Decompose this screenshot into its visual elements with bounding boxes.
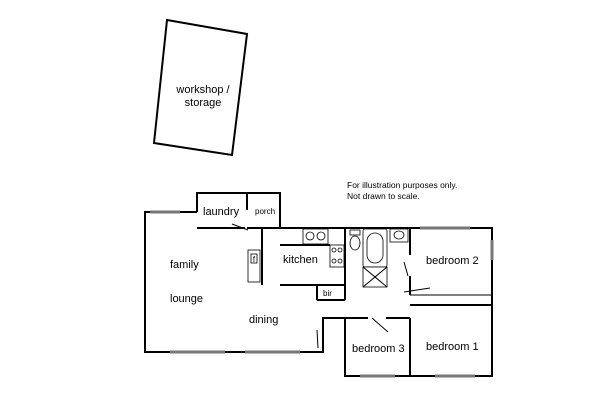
fridge-icon xyxy=(250,253,258,264)
room-label-lounge: lounge xyxy=(170,293,203,305)
cooktop xyxy=(329,244,345,268)
hotplate-icon xyxy=(337,247,343,253)
toilet-cistern xyxy=(349,229,361,236)
hotplate-icon xyxy=(331,247,337,253)
sink-bowl-left-icon xyxy=(305,231,315,241)
room-label-bedroom-1: bedroom 1 xyxy=(426,341,479,353)
workshop-outline xyxy=(152,18,249,157)
workshop-label-1: workshop / xyxy=(175,84,230,96)
hotplate-icon xyxy=(337,258,343,264)
fridge-label: f xyxy=(253,255,256,264)
bathtub-basin xyxy=(366,232,384,264)
workshop-label-2: storage xyxy=(185,97,222,109)
room-label-bedroom-3: bedroom 3 xyxy=(352,343,405,355)
toilet-icon xyxy=(349,235,361,251)
room-label-porch: porch xyxy=(255,207,275,216)
windows xyxy=(150,210,494,378)
bir-cupboard xyxy=(316,284,346,301)
room-label-bedroom-2: bedroom 2 xyxy=(426,255,479,267)
room-label-laundry: laundry xyxy=(203,206,240,218)
sink-bowl-right-icon xyxy=(316,231,326,241)
disclaimer-line-1: For illustration purposes only. xyxy=(347,180,457,190)
room-label-bir: bir xyxy=(323,289,332,298)
hotplate-icon xyxy=(331,258,337,264)
room-label-kitchen: kitchen xyxy=(283,254,318,266)
room-label-family: family xyxy=(170,259,199,271)
disclaimer-line-2: Not drawn to scale. xyxy=(347,191,420,201)
basin-icon xyxy=(393,230,405,240)
room-label-dining: dining xyxy=(249,314,278,326)
